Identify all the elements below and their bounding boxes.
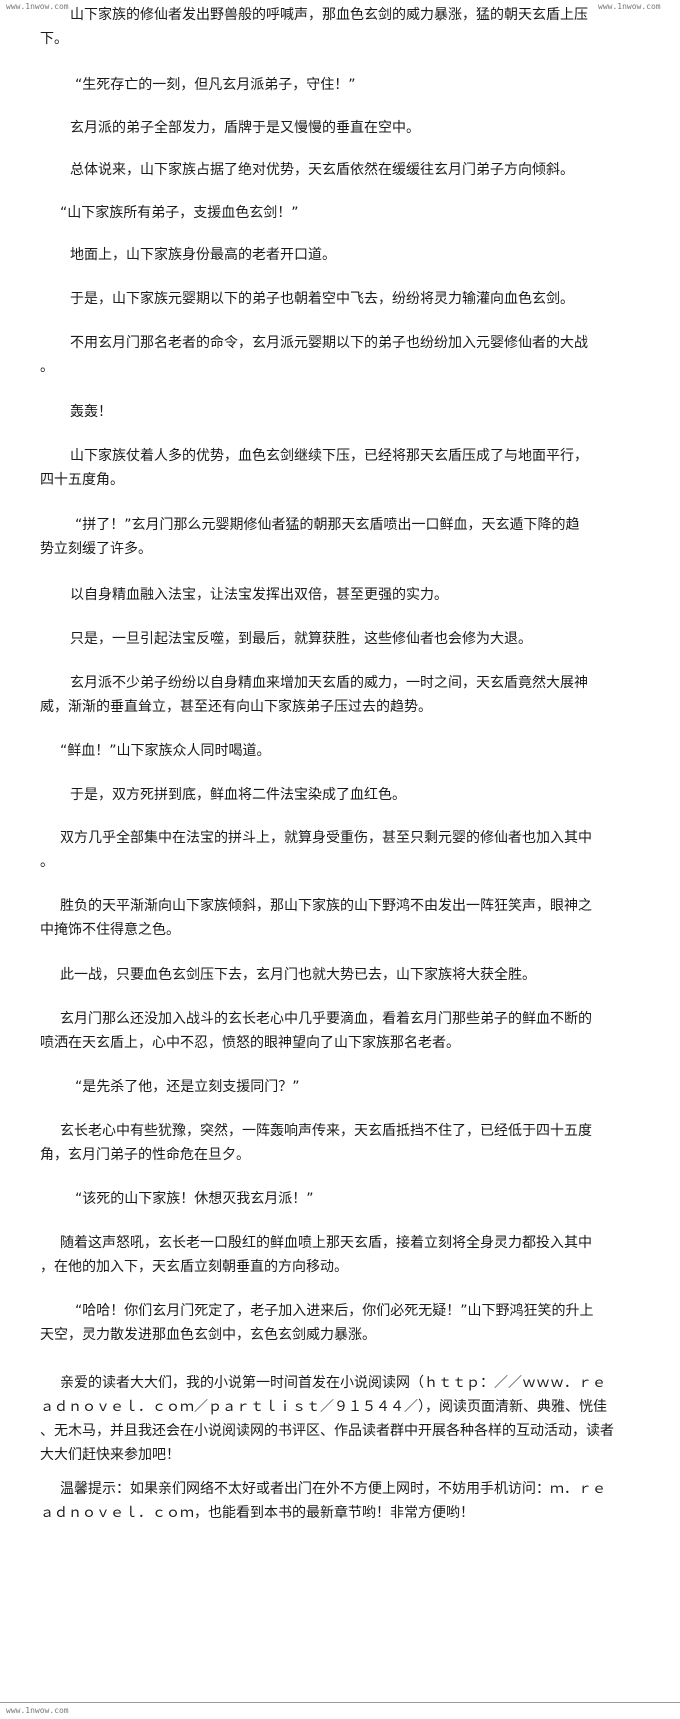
paragraph-line: “生死存亡的一刻，但凡玄月派弟子，守住！” <box>75 77 356 93</box>
paragraph-line: ａｄｎｏｖｅｌ．ｃｏｍ，也能看到本书的最新章节哟！非常方便哟！ <box>40 1505 474 1521</box>
paragraph-line: 不用玄月门那名老者的命令，玄月派元婴期以下的弟子也纷纷加入元婴修仙者的大战 <box>70 335 588 351</box>
paragraph-line: 下。 <box>40 31 68 47</box>
paragraph-line: 双方几乎全部集中在法宝的拼斗上，就算身受重伤，甚至只剩元婴的修仙者也加入其中 <box>60 830 592 846</box>
paragraph-line: 只是，一旦引起法宝反噬，到最后，就算获胜，这些修仙者也会修为大退。 <box>70 631 532 647</box>
paragraph-line: 于是，双方死拼到底，鲜血将二件法宝染成了血红色。 <box>70 787 406 803</box>
paragraph-line: 大大们赶快来参加吧！ <box>40 1447 180 1463</box>
paragraph-line: 以自身精血融入法宝，让法宝发挥出双倍，甚至更强的实力。 <box>70 587 448 603</box>
paragraph-line: 玄长老心中有些犹豫，突然，一阵轰响声传来，天玄盾抵挡不住了，已经低于四十五度 <box>60 1123 592 1139</box>
paragraph-line: 。 <box>40 854 54 870</box>
paragraph-line: ａｄｎｏｖｅｌ．ｃｏｍ／ｐａｒｔｌｉｓｔ／９１５４４／），阅读页面清新、典雅、恍… <box>40 1399 607 1415</box>
paragraph-line: 威，渐渐的垂直耸立，甚至还有向山下家族弟子压过去的趋势。 <box>40 699 432 715</box>
paragraph-line: 山下家族仗着人多的优势，血色玄剑继续下压，已经将那天玄盾压成了与地面平行， <box>70 448 588 464</box>
paragraph-line: 、无木马，并且我还会在小说阅读网的书评区、作品读者群中开展各种各样的互动活动，读… <box>40 1423 614 1439</box>
paragraph-line: 玄月门那么还没加入战斗的玄长老心中几乎要滴血，看着玄月门那些弟子的鲜血不断的 <box>60 1011 592 1027</box>
paragraph-line: 轰轰！ <box>70 404 112 420</box>
paragraph-line: 地面上，山下家族身份最高的老者开口道。 <box>70 247 336 263</box>
paragraph-line: 四十五度角。 <box>40 472 124 488</box>
paragraph-line: “鲜血！”山下家族众人同时喝道。 <box>60 743 271 759</box>
paragraph-line: ，在他的加入下，天玄盾立刻朝垂直的方向移动。 <box>40 1259 348 1275</box>
watermark-top-right: www.1nwow.com <box>598 2 661 11</box>
paragraph-line: 山下家族的修仙者发出野兽般的呼喊声，那血色玄剑的威力暴涨，猛的朝天玄盾上压 <box>70 7 588 23</box>
paragraph-line: 玄月派的弟子全部发力，盾牌于是又慢慢的垂直在空中。 <box>70 120 420 136</box>
footer-divider <box>0 1702 680 1703</box>
paragraph-line: 总体说来，山下家族占据了绝对优势，天玄盾依然在缓缓往玄月门弟子方向倾斜。 <box>70 162 574 178</box>
paragraph-line: “哈哈！你们玄月门死定了，老子加入进来后，你们必死无疑！”山下野鸿狂笑的升上 <box>75 1303 594 1319</box>
watermark-bottom: www.1nwow.com <box>6 1706 69 1715</box>
paragraph-line: 喷洒在天玄盾上，心中不忍，愤怒的眼神望向了山下家族那名老者。 <box>40 1035 460 1051</box>
watermark-top: www.1nwow.com <box>6 2 69 11</box>
paragraph-line: 温馨提示：如果亲们网络不太好或者出门在外不方便上网时，不妨用手机访问：ｍ．ｒｅ <box>60 1481 606 1497</box>
paragraph-line: 随着这声怒吼，玄长老一口殷红的鲜血喷上那天玄盾，接着立刻将全身灵力都投入其中 <box>60 1235 592 1251</box>
paragraph-line: “该死的山下家族！休想灭我玄月派！” <box>75 1191 314 1207</box>
paragraph-line: 亲爱的读者大大们，我的小说第一时间首发在小说阅读网（ｈｔｔｐ：／／ｗｗｗ．ｒｅ <box>60 1375 606 1391</box>
paragraph-line: 天空，灵力散发进那血色玄剑中，玄色玄剑威力暴涨。 <box>40 1327 376 1343</box>
paragraph-line: 角，玄月门弟子的性命危在旦夕。 <box>40 1147 250 1163</box>
paragraph-line: 胜负的天平渐渐向山下家族倾斜，那山下家族的山下野鸿不由发出一阵狂笑声，眼神之 <box>60 898 592 914</box>
paragraph-line: 中掩饰不住得意之色。 <box>40 922 180 938</box>
paragraph-line: “拼了！”玄月门那么元婴期修仙者猛的朝那天玄盾喷出一口鲜血，天玄遁下降的趋 <box>75 517 580 533</box>
paragraph-line: 玄月派不少弟子纷纷以自身精血来增加天玄盾的威力，一时之间，天玄盾竟然大展神 <box>70 675 588 691</box>
paragraph-line: “是先杀了他，还是立刻支援同门？” <box>75 1079 300 1095</box>
paragraph-line: 。 <box>40 359 54 375</box>
paragraph-line: 此一战，只要血色玄剑压下去，玄月门也就大势已去，山下家族将大获全胜。 <box>60 967 536 983</box>
paragraph-line: 势立刻缓了许多。 <box>40 541 152 557</box>
paragraph-line: 于是，山下家族元婴期以下的弟子也朝着空中飞去，纷纷将灵力输灌向血色玄剑。 <box>70 291 574 307</box>
paragraph-line: “山下家族所有弟子，支援血色玄剑！” <box>60 205 299 221</box>
